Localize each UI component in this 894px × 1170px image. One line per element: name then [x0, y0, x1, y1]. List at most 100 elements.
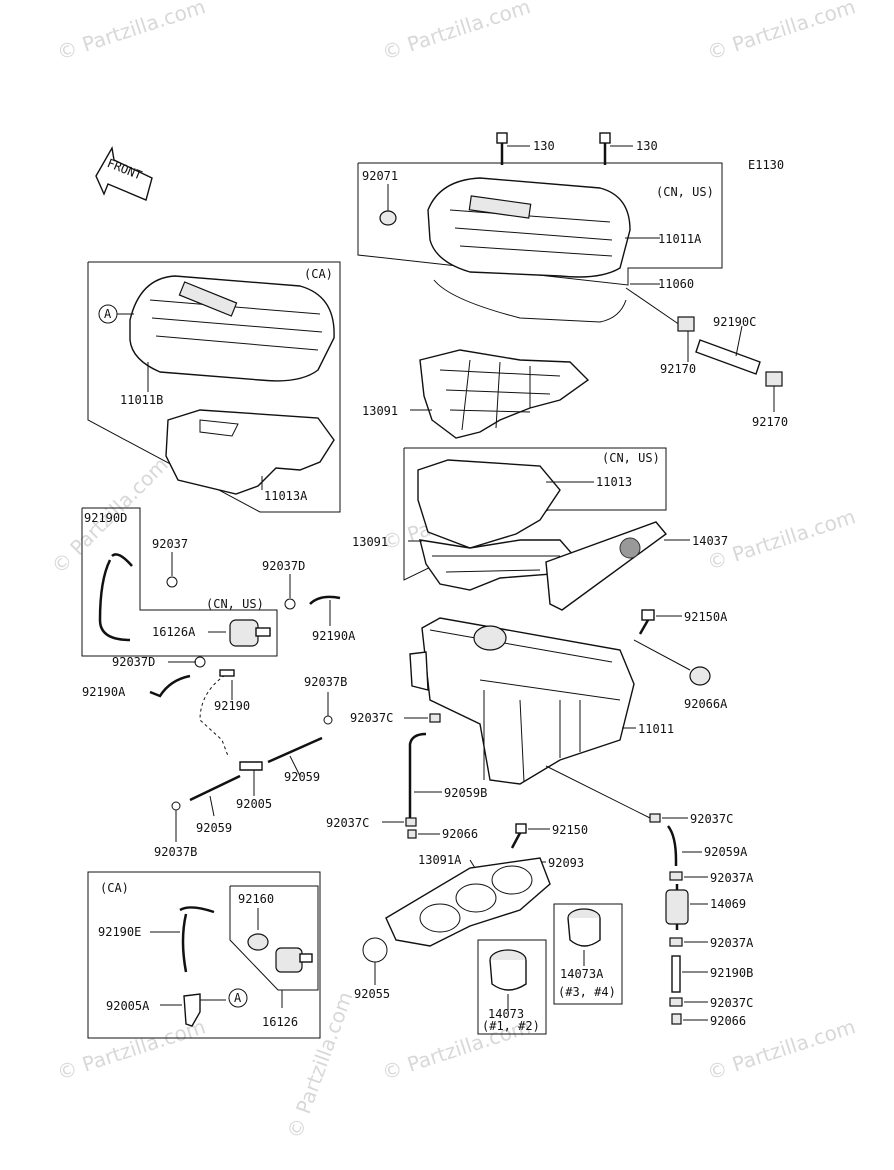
air-cleaner-housing-11011 [409, 617, 635, 785]
label-16126A: 16126A [152, 625, 196, 639]
label-92037C: 92037C [690, 812, 733, 826]
o-ring-92055 [362, 937, 388, 963]
clamp-92170 [765, 371, 783, 387]
base-plate-13091A [385, 857, 551, 947]
bolt-130-right [599, 132, 633, 165]
air-cleaner-cover-ca [129, 275, 335, 382]
label-92037A: 92037A [710, 936, 754, 950]
watermark: © Partzilla.com [379, 0, 533, 65]
label-92190A: 92190A [82, 685, 126, 699]
label-92037D: 92037D [112, 655, 155, 669]
clip-92037 [166, 576, 178, 588]
label-11011: 11011 [638, 722, 674, 736]
group-frame-ca-lower [87, 871, 321, 1039]
group-label: (CN, US) [602, 451, 660, 465]
cap-92066A [689, 666, 711, 686]
clamp-92170 [677, 316, 695, 332]
label-13091: 13091 [352, 535, 388, 549]
air-filter-ca [165, 409, 335, 495]
label-13091A: 13091A [418, 853, 462, 867]
watermark: © Partzilla.com [54, 1014, 208, 1085]
label-92170: 92170 [752, 415, 788, 429]
group-frame-cn-us-hoses [81, 507, 278, 657]
fitting-92005 [239, 761, 263, 771]
air-filter-11013 [417, 459, 561, 549]
group-frame-funnel-34 [553, 903, 623, 1005]
bolt-92150A [638, 609, 655, 635]
label-14037: 14037 [692, 534, 728, 548]
group-label: (CN, US) [206, 597, 264, 611]
hose-92190A [309, 595, 341, 605]
clip-92037D [284, 598, 296, 610]
group-frame-cn-us [357, 162, 723, 286]
callout-a [228, 988, 248, 1008]
label-130: 130 [636, 139, 658, 153]
front-arrow: FRONT [95, 145, 153, 201]
label-130: 130 [533, 139, 555, 153]
label-92059: 92059 [196, 821, 232, 835]
label-92005: 92005 [236, 797, 272, 811]
group-frame-ca [87, 261, 341, 513]
label-92190A: 92190A [312, 629, 356, 643]
hose-92059 [189, 774, 241, 802]
label-92037B: 92037B [154, 845, 197, 859]
label-11013A: 11013A [264, 489, 308, 503]
label-92037A: 92037A [710, 871, 754, 885]
label-92190D: 92190D [84, 511, 127, 525]
label-92170: 92170 [660, 362, 696, 376]
valve-16126A [229, 619, 271, 647]
label-92059A: 92059A [704, 845, 748, 859]
grommet-92071 [379, 210, 397, 226]
label-92150: 92150 [552, 823, 588, 837]
gasket-92160 [247, 933, 269, 951]
label-92005A: 92005A [106, 999, 150, 1013]
label-11013: 11013 [596, 475, 632, 489]
label-92037C: 92037C [326, 816, 369, 830]
hose-92190E [179, 906, 215, 973]
group-label: (CN, US) [656, 185, 714, 199]
air-cleaner-cover-upper [427, 177, 631, 323]
hose-92059 [267, 736, 323, 764]
bolt-92150 [510, 823, 527, 849]
funnel-14073A [567, 908, 601, 947]
valve-16126 [275, 947, 313, 973]
callout-a-label: A [234, 991, 242, 1005]
label-92093: 92093 [548, 856, 584, 870]
label-92037C: 92037C [350, 711, 393, 725]
label-92059B: 92059B [444, 786, 487, 800]
group-label: (CA) [100, 881, 129, 895]
funnel-14073 [489, 949, 527, 991]
label-92037D: 92037D [262, 559, 305, 573]
screen-14037 [545, 521, 668, 611]
group-label: (#3, #4) [558, 985, 616, 999]
label-92059: 92059 [284, 770, 320, 784]
label-11011B: 11011B [120, 393, 163, 407]
element-13091 [419, 349, 590, 439]
hose-92190C [695, 339, 761, 375]
hose-92059A [666, 825, 678, 866]
label-14069: 14069 [710, 897, 746, 911]
label-11060: 11060 [658, 277, 694, 291]
label-92071: 92071 [362, 169, 398, 183]
label-13091: 13091 [362, 404, 398, 418]
label-92037: 92037 [152, 537, 188, 551]
label-11011A: 11011A [658, 232, 702, 246]
label-14073: 14073 [488, 1007, 524, 1021]
bolt-130-left [496, 132, 530, 165]
diagram-code: E1130 [748, 158, 784, 172]
label-92190E: 92190E [98, 925, 141, 939]
watermark: © Partzilla.com [54, 0, 208, 65]
watermark: © Partzilla.com [704, 0, 858, 65]
label-92037C: 92037C [710, 996, 753, 1010]
hose-92190A [149, 674, 191, 698]
separator-14069 [665, 884, 689, 930]
group-label: (CA) [304, 267, 333, 281]
label-92150A: 92150A [684, 610, 728, 624]
label-92066A: 92066A [684, 697, 728, 711]
label-92190C: 92190C [713, 315, 756, 329]
hose-92059B [408, 732, 427, 822]
group-label: (#1, #2) [482, 1019, 540, 1033]
label-14073A: 14073A [560, 967, 604, 981]
label-92066: 92066 [710, 1014, 746, 1028]
